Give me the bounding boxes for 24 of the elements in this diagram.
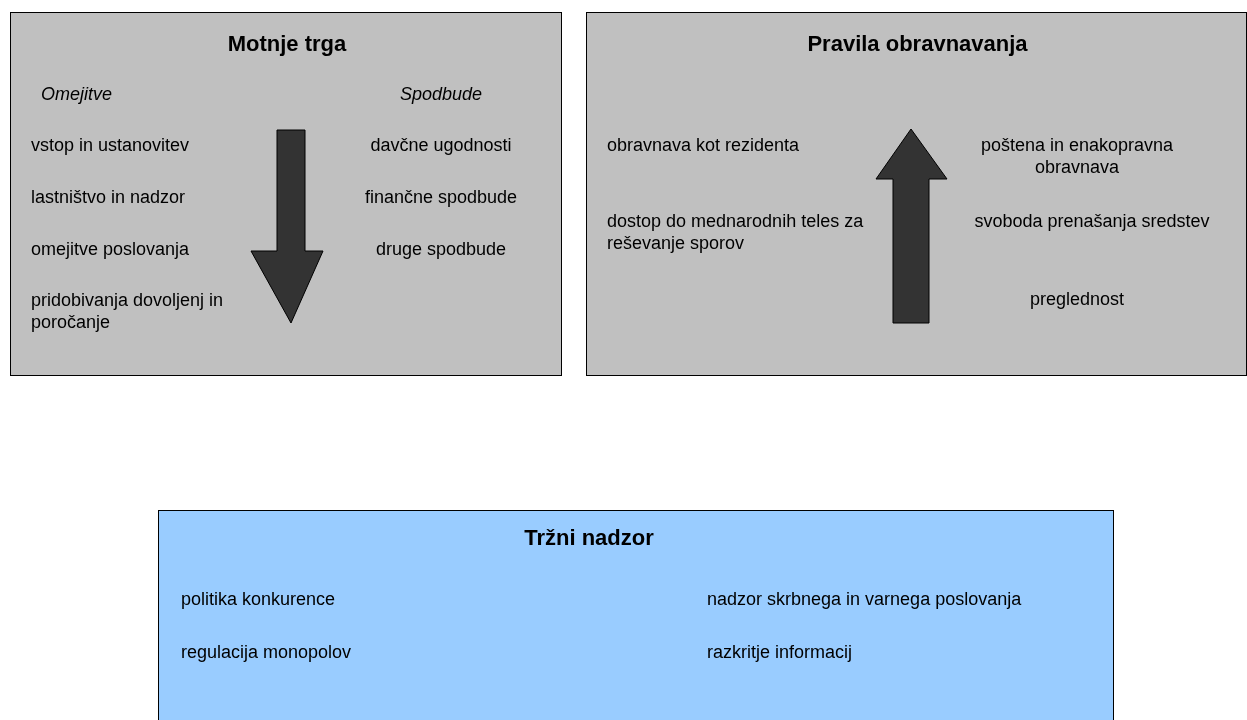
list-item: regulacija monopolov (181, 641, 353, 663)
list-item: lastništvo in nadzor (31, 186, 187, 208)
list-item: razkritje informacij (707, 641, 854, 663)
list-item: omejitve poslovanja (31, 238, 191, 260)
list-item: druge spodbude (374, 238, 508, 260)
list-item: finančne spodbude (363, 186, 519, 208)
heading: Pravila obravnavanja (806, 33, 1029, 55)
list-item: poštena in enakopravna obravnava (979, 134, 1175, 178)
panel-box (586, 12, 1247, 376)
panel-box (158, 510, 1114, 720)
list-item: nadzor skrbnega in varnega poslovanja (707, 588, 1023, 610)
list-item: obravnava kot rezidenta (607, 134, 801, 156)
list-item: politika konkurence (181, 588, 337, 610)
list-item: svoboda prenašanja sredstev (973, 210, 1211, 232)
list-item: vstop in ustanovitev (31, 134, 191, 156)
heading: Motnje trga (226, 33, 348, 55)
list-item: davčne ugodnosti (369, 134, 513, 156)
panel-box (10, 12, 562, 376)
heading: Tržni nadzor (523, 527, 655, 549)
list-item: pridobivanja dovoljenj in poročanje (31, 289, 225, 333)
column-heading: Spodbude (398, 83, 484, 105)
list-item: dostop do mednarodnih teles za reševanje sporov (607, 210, 865, 254)
column-heading: Omejitve (41, 83, 113, 105)
list-item: preglednost (1028, 288, 1126, 310)
